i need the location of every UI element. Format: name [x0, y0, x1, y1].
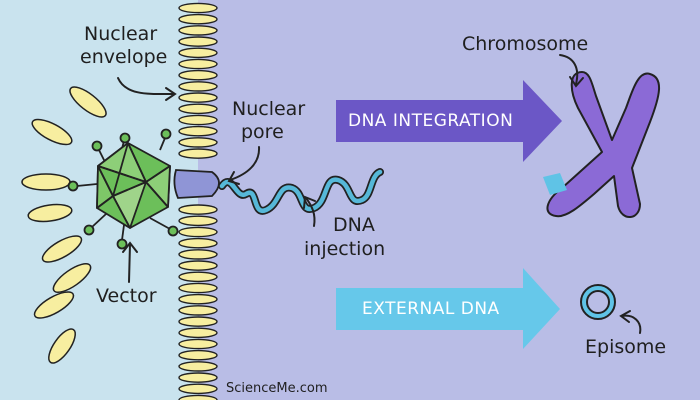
membrane-bead [178, 137, 218, 148]
membrane-bead [178, 316, 218, 327]
chromosome-label: Chromosome [462, 33, 589, 55]
membrane-bead [178, 13, 218, 25]
vector-pointer-head [122, 241, 138, 253]
injection-pointer [305, 197, 316, 227]
membrane-bead [178, 2, 218, 14]
pore-pointer [229, 146, 261, 181]
episome-pointer [621, 314, 642, 334]
fragment [48, 328, 76, 364]
nuclear-pore-shape [173, 169, 220, 199]
chromosome-pointer-head [569, 76, 584, 88]
membrane-bead [178, 47, 218, 59]
membrane-bead [178, 92, 218, 103]
membrane-bead [178, 349, 218, 361]
membrane-bead [178, 226, 218, 238]
dna-integration-arrow [336, 80, 562, 162]
membrane-bead [178, 282, 218, 294]
fragment [69, 86, 107, 118]
membrane-bead [178, 383, 218, 395]
external-dna-arrow [336, 268, 560, 349]
membrane-bead [178, 260, 218, 271]
membrane-bead [178, 271, 218, 283]
dna-injection-label-line1: DNA [333, 214, 375, 236]
vector-label: Vector [96, 285, 157, 307]
injected-dna [218, 168, 384, 215]
external-dna-text: EXTERNAL DNA [362, 299, 500, 319]
label-pointers [117, 54, 642, 334]
membrane-bead [178, 25, 218, 36]
envelope-pointer-head [165, 87, 177, 101]
dna-integration-text: DNA INTEGRATION [348, 111, 514, 131]
membrane-bead [178, 125, 218, 137]
nuclear-pore-label-line2: pore [241, 121, 284, 143]
membrane-bead [178, 103, 218, 115]
dna-injection-label-line2: injection [304, 238, 386, 260]
nuclear-envelope [178, 2, 218, 400]
site-credit: ScienceMe.com [226, 381, 328, 396]
membrane-bead [178, 148, 218, 159]
fragment [52, 263, 92, 293]
membrane-bead [178, 69, 218, 81]
fragment [41, 235, 83, 263]
vector-capsid [67, 128, 179, 250]
envelope-pointer [117, 77, 175, 96]
nuclear-envelope-label-line2: envelope [80, 46, 168, 68]
membrane-bead [178, 372, 218, 383]
membrane-bead [178, 215, 218, 227]
episome-label: Episome [585, 336, 667, 358]
membrane-bead [178, 114, 218, 126]
nuclear-pore-label-line1: Nuclear [232, 98, 306, 120]
membrane-bead [178, 249, 218, 260]
pore-pointer-head [227, 171, 240, 185]
membrane-bead [178, 36, 218, 47]
capsid-fragments [21, 86, 107, 364]
episome-ring-inner [586, 290, 610, 314]
chromosome-pointer [559, 54, 579, 85]
chromosome-shape [543, 71, 660, 218]
membrane-bead [178, 81, 218, 92]
membrane-bead [178, 293, 218, 305]
membrane-bead [178, 237, 218, 249]
injection-pointer-head [303, 195, 316, 209]
fragment [31, 118, 73, 146]
fragment [33, 291, 75, 319]
nuclear-envelope-label-line1: Nuclear [84, 23, 158, 45]
membrane-bead [178, 58, 218, 70]
membrane-bead [178, 204, 218, 215]
episome-pointer-head [619, 310, 631, 323]
vector-pointer [128, 243, 131, 283]
membrane-bead [178, 305, 218, 316]
membrane-bead [178, 338, 218, 350]
fragment [21, 173, 71, 191]
membrane-bead [178, 394, 218, 400]
membrane-bead [178, 361, 218, 372]
membrane-bead [178, 327, 218, 339]
fragment [27, 203, 73, 223]
